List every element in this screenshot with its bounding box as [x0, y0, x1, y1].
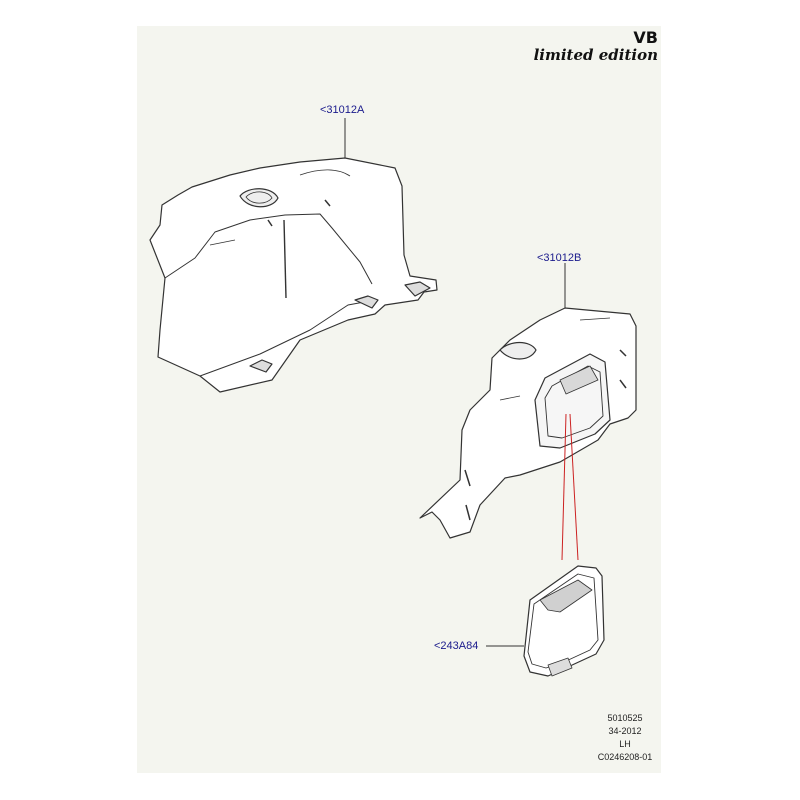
callout-part-b[interactable]: <31012B	[537, 252, 582, 264]
brand-sub: limited edition	[533, 46, 658, 64]
brand-main: VB	[633, 28, 658, 47]
footer-line-2: 34-2012	[608, 726, 642, 736]
brand-watermark: VB limited edition	[534, 30, 658, 63]
leader-lines	[344, 118, 566, 647]
access-cover-c	[523, 565, 605, 677]
callout-part-c[interactable]: <243A84	[434, 640, 479, 652]
footer-line-4: C0246208-01	[597, 752, 653, 762]
trim-panel-a	[149, 145, 438, 393]
callout-part-a[interactable]: <31012A	[320, 104, 365, 116]
footer-line-1: 5010525	[607, 713, 643, 723]
trim-panel-b	[419, 296, 637, 539]
footer-line-3: LH	[619, 739, 631, 749]
guide-lines	[561, 413, 579, 561]
drawing-reference: 5010525 34-2012 LH C0246208-01	[595, 712, 655, 764]
